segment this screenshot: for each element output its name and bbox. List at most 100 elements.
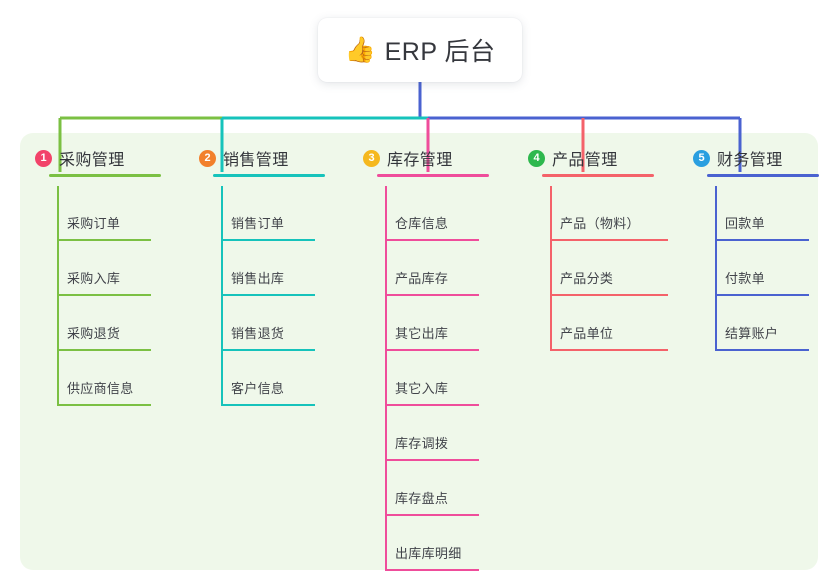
leaf-node-label: 库存调拨: [395, 436, 449, 451]
leaf-node[interactable]: 库存盘点: [385, 461, 479, 516]
leaf-node-label: 采购订单: [67, 216, 121, 231]
branch-spine: [57, 186, 59, 406]
branch-title-1: 采购管理: [59, 152, 125, 169]
root-title: ERP 后台: [384, 38, 496, 66]
leaf-node[interactable]: 采购退货: [57, 296, 151, 351]
leaf-node-underline: [385, 514, 479, 516]
branch-number-badge-1: 1: [35, 149, 52, 167]
branch-column-1: 1 采购管理 采购订单采购入库采购退货供应商信息: [35, 146, 161, 406]
leaf-node-underline: [550, 349, 668, 351]
branch-underline-2: [213, 174, 325, 177]
branch-spine: [550, 186, 552, 351]
leaf-node-label: 产品分类: [560, 271, 614, 286]
branch-items-5: 回款单付款单结算账户: [715, 186, 809, 351]
leaf-node-label: 销售退货: [231, 326, 285, 341]
leaf-node[interactable]: 供应商信息: [57, 351, 151, 406]
leaf-node[interactable]: 销售退货: [221, 296, 315, 351]
leaf-node-label: 其它入库: [395, 381, 449, 396]
leaf-node-label: 产品单位: [560, 326, 614, 341]
branch-underline-5: [707, 174, 819, 177]
leaf-node-label: 仓库信息: [395, 216, 449, 231]
branch-title-4: 产品管理: [552, 152, 618, 169]
leaf-node[interactable]: 库存调拨: [385, 406, 479, 461]
leaf-node-underline: [715, 349, 809, 351]
leaf-node[interactable]: 其它入库: [385, 351, 479, 406]
branch-number-badge-3: 3: [363, 149, 380, 167]
leaf-node[interactable]: 客户信息: [221, 351, 315, 406]
branch-spine: [715, 186, 717, 351]
branch-spine: [385, 186, 387, 571]
leaf-node-underline: [385, 349, 479, 351]
leaf-node[interactable]: 回款单: [715, 186, 809, 241]
leaf-node[interactable]: 仓库信息: [385, 186, 479, 241]
branch-underline-4: [542, 174, 654, 177]
leaf-node-underline: [385, 239, 479, 241]
branch-spine: [221, 186, 223, 406]
leaf-node-label: 销售出库: [231, 271, 285, 286]
leaf-node-underline: [221, 239, 315, 241]
branch-items-3: 仓库信息产品库存其它出库其它入库库存调拨库存盘点出库库明细: [385, 186, 479, 571]
leaf-node[interactable]: 销售出库: [221, 241, 315, 296]
leaf-node-underline: [715, 239, 809, 241]
leaf-node-label: 采购退货: [67, 326, 121, 341]
leaf-node-underline: [385, 459, 479, 461]
branch-number-badge-4: 4: [528, 149, 545, 167]
leaf-node-underline: [715, 294, 809, 296]
leaf-node[interactable]: 产品单位: [550, 296, 668, 351]
leaf-node-label: 出库库明细: [395, 546, 462, 561]
leaf-node-label: 产品（物料）: [560, 216, 640, 231]
leaf-node-label: 供应商信息: [67, 381, 134, 396]
leaf-node[interactable]: 采购订单: [57, 186, 151, 241]
branch-title-5: 财务管理: [717, 152, 783, 169]
leaf-node-label: 付款单: [725, 271, 765, 286]
branch-number-badge-5: 5: [693, 149, 710, 167]
leaf-node-underline: [550, 239, 668, 241]
leaf-node-underline: [221, 404, 315, 406]
leaf-node-underline: [57, 349, 151, 351]
leaf-node-underline: [385, 569, 479, 571]
leaf-node-underline: [221, 349, 315, 351]
leaf-node[interactable]: 产品（物料）: [550, 186, 668, 241]
branch-items-1: 采购订单采购入库采购退货供应商信息: [57, 186, 151, 406]
leaf-node[interactable]: 销售订单: [221, 186, 315, 241]
branch-header-1[interactable]: 1 采购管理: [35, 146, 125, 170]
leaf-node[interactable]: 采购入库: [57, 241, 151, 296]
branch-items-4: 产品（物料） 产品分类产品单位: [550, 186, 668, 351]
branch-header-2[interactable]: 2 销售管理: [199, 146, 289, 170]
leaf-node-label: 结算账户: [725, 326, 779, 341]
branch-header-4[interactable]: 4 产品管理: [528, 146, 618, 170]
branch-header-3[interactable]: 3 库存管理: [363, 146, 453, 170]
leaf-node[interactable]: 其它出库: [385, 296, 479, 351]
branch-underline-3: [377, 174, 489, 177]
leaf-node[interactable]: 付款单: [715, 241, 809, 296]
leaf-node[interactable]: 出库库明细: [385, 516, 479, 571]
leaf-node-label: 销售订单: [231, 216, 285, 231]
leaf-node[interactable]: 产品库存: [385, 241, 479, 296]
branch-column-4: 4 产品管理 产品（物料） 产品分类产品单位: [528, 146, 668, 351]
leaf-node[interactable]: 结算账户: [715, 296, 809, 351]
root-node[interactable]: 👍 ERP 后台: [318, 18, 522, 82]
leaf-node-label: 客户信息: [231, 381, 285, 396]
leaf-node-underline: [385, 294, 479, 296]
branch-underline-1: [49, 174, 161, 177]
leaf-node-underline: [57, 294, 151, 296]
thumbs-up-icon: 👍: [344, 35, 376, 64]
diagram-background-panel: [20, 133, 818, 570]
branch-column-5: 5 财务管理 回款单付款单结算账户: [693, 146, 819, 351]
leaf-node-underline: [221, 294, 315, 296]
leaf-node-label: 产品库存: [395, 271, 449, 286]
leaf-node-underline: [57, 239, 151, 241]
branch-header-5[interactable]: 5 财务管理: [693, 146, 783, 170]
leaf-node[interactable]: 产品分类: [550, 241, 668, 296]
leaf-node-underline: [385, 404, 479, 406]
branch-column-2: 2 销售管理 销售订单销售出库销售退货客户信息: [199, 146, 325, 406]
leaf-node-label: 回款单: [725, 216, 765, 231]
branch-title-2: 销售管理: [223, 152, 289, 169]
branch-items-2: 销售订单销售出库销售退货客户信息: [221, 186, 315, 406]
leaf-node-label: 库存盘点: [395, 491, 449, 506]
branch-column-3: 3 库存管理 仓库信息产品库存其它出库其它入库库存调拨库存盘点出库库明细: [363, 146, 489, 571]
leaf-node-label: 其它出库: [395, 326, 449, 341]
leaf-node-underline: [57, 404, 151, 406]
branch-number-badge-2: 2: [199, 149, 216, 167]
